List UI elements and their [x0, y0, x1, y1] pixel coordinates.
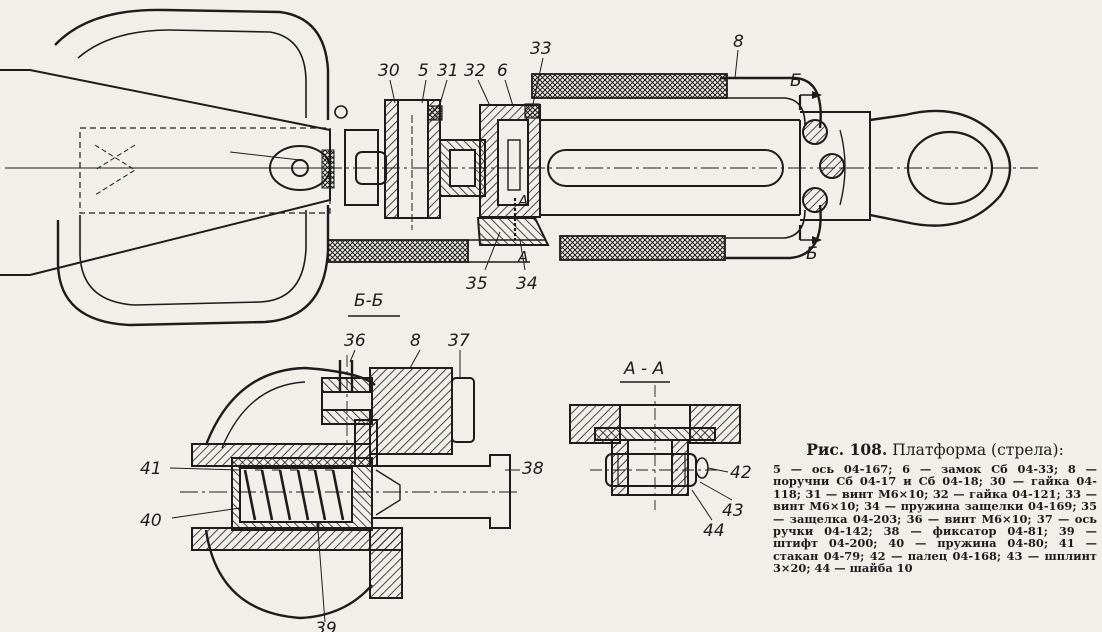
cut-a-top: А: [517, 192, 528, 210]
callout-6: 6: [497, 61, 508, 81]
spring-40: [243, 469, 345, 521]
callout-32: 32: [464, 61, 486, 81]
figure-title: Платформа (стрела):: [892, 441, 1064, 459]
callout-8b: 8: [410, 331, 421, 351]
main-view: [0, 8, 1040, 327]
grip-bottom-left: [327, 239, 469, 263]
callout-40: 40: [140, 511, 162, 531]
tube-body: [540, 119, 801, 216]
handrail-lower: [725, 204, 822, 260]
callout-38: 38: [522, 459, 544, 479]
figure-caption: Рис. 108. Платформа (стрела): 5 — ось 04…: [773, 441, 1097, 575]
callout-44: 44: [703, 521, 725, 541]
callout-41: 41: [140, 459, 162, 479]
section-a-a: [569, 385, 741, 521]
main-view-labels: 30 5 31 32 6 33 8 35 34 А А Б Б: [378, 32, 818, 294]
callout-30: 30: [378, 61, 400, 81]
callout-36: 36: [344, 331, 366, 351]
cut-b-bottom: Б: [806, 244, 818, 264]
grip-bottom-right: [559, 235, 726, 261]
callout-31: 31: [437, 61, 459, 81]
cut-b-top: Б: [790, 71, 802, 91]
cut-a-bottom: А: [517, 248, 528, 266]
callout-34: 34: [516, 274, 538, 294]
callout-39: 39: [315, 619, 337, 632]
boom-body: [0, 69, 331, 276]
figure-number: Рис. 108.: [806, 440, 888, 459]
callout-5: 5: [418, 61, 429, 81]
section-b-b-title: Б-Б: [354, 291, 383, 311]
section-a-a-title: А - А: [623, 359, 664, 379]
fixator-38: [372, 454, 511, 529]
grip-top: [531, 73, 728, 99]
loop-handle: [54, 8, 330, 327]
callout-8: 8: [733, 32, 744, 52]
section-b-b-labels: Б-Б 36 8 37 38 41 40 39: [140, 291, 544, 632]
latch-35: [476, 217, 550, 246]
figure-legend: 5 — ось 04-167; 6 — замок Сб 04-33; 8 — …: [773, 462, 1097, 576]
callout-33: 33: [530, 39, 552, 59]
coupling: [344, 129, 379, 206]
callout-35: 35: [466, 274, 488, 294]
section-b-b: [169, 349, 520, 623]
callout-42: 42: [730, 463, 752, 483]
section-a-a-labels: А - А 42 43 44: [620, 359, 752, 541]
handrail-block-8: [369, 367, 453, 455]
caption-title: Рис. 108. Платформа (стрела):: [773, 440, 1097, 460]
eye-ring: [869, 109, 1012, 227]
callout-37: 37: [448, 331, 470, 351]
callout-43: 43: [722, 501, 744, 521]
handrail-upper: [720, 76, 822, 129]
